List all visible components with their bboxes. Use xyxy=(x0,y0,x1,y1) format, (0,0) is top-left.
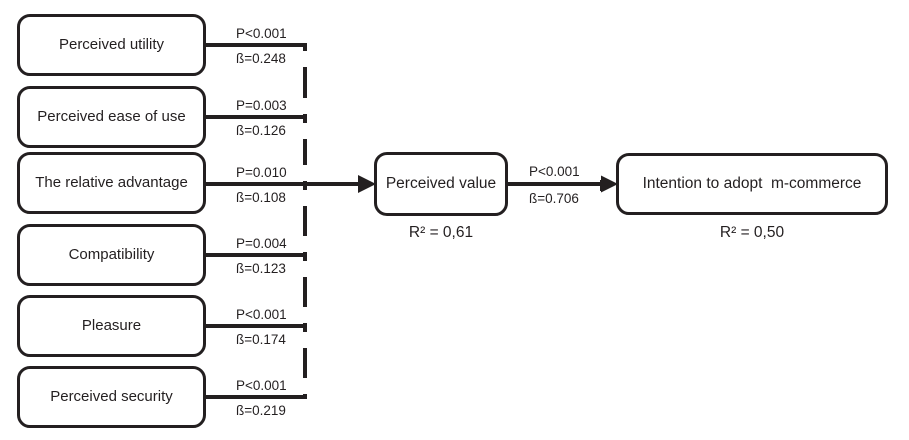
p-value-label: P<0.001 xyxy=(236,26,314,42)
p-value-label: P=0.004 xyxy=(236,236,314,252)
beta-label: ß=0.174 xyxy=(236,332,314,348)
predictor-label: Perceived ease of use xyxy=(37,108,186,126)
arrowhead-to-mediator xyxy=(358,175,376,193)
mediator-box-perceived-value: Perceived value xyxy=(374,152,508,216)
predictor-label: Pleasure xyxy=(81,317,142,335)
predictor-box-perceived-security: Perceived security xyxy=(17,366,206,428)
beta-label: ß=0.219 xyxy=(236,403,314,419)
path-line-mediator-to-outcome xyxy=(508,182,602,186)
path-line-pleasure xyxy=(205,324,307,328)
predictor-label: Perceived security xyxy=(50,388,173,406)
p-value-label: P<0.001 xyxy=(236,378,314,394)
path-line-relative-advantage-to-mediator xyxy=(205,182,362,186)
r-squared-outcome: R² = 0,50 xyxy=(719,224,785,241)
predictor-box-pleasure: Pleasure xyxy=(17,295,206,357)
predictor-box-compatibility: Compatibility xyxy=(17,224,206,286)
mediator-label: Perceived value xyxy=(385,175,497,193)
path-line-perceived-utility xyxy=(205,43,307,47)
beta-label-final: ß=0.706 xyxy=(529,191,601,207)
predictor-label: The relative advantage xyxy=(35,174,188,192)
predictor-box-relative-advantage: The relative advantage xyxy=(17,152,206,214)
outcome-label: Intention to adopt m-commerce xyxy=(642,175,862,193)
r-squared-mediator: R² = 0,61 xyxy=(408,224,474,241)
arrowhead-to-outcome xyxy=(600,175,618,193)
predictor-label: Compatibility xyxy=(68,246,155,264)
outcome-box-intention-to-adopt: Intention to adopt m-commerce xyxy=(616,153,888,215)
path-line-perceived-security xyxy=(205,395,307,399)
beta-label: ß=0.248 xyxy=(236,51,314,67)
beta-label: ß=0.108 xyxy=(236,190,314,206)
collector-line xyxy=(303,43,307,399)
p-value-label-final: P<0.001 xyxy=(529,164,601,180)
beta-label: ß=0.126 xyxy=(236,123,314,139)
predictor-box-perceived-utility: Perceived utility xyxy=(17,14,206,76)
path-line-perceived-ease-of-use xyxy=(205,115,307,119)
beta-label: ß=0.123 xyxy=(236,261,314,277)
p-value-label: P=0.010 xyxy=(236,165,314,181)
p-value-label: P=0.003 xyxy=(236,98,314,114)
predictor-label: Perceived utility xyxy=(58,36,165,54)
p-value-label: P<0.001 xyxy=(236,307,314,323)
path-line-compatibility xyxy=(205,253,307,257)
predictor-box-perceived-ease-of-use: Perceived ease of use xyxy=(17,86,206,148)
